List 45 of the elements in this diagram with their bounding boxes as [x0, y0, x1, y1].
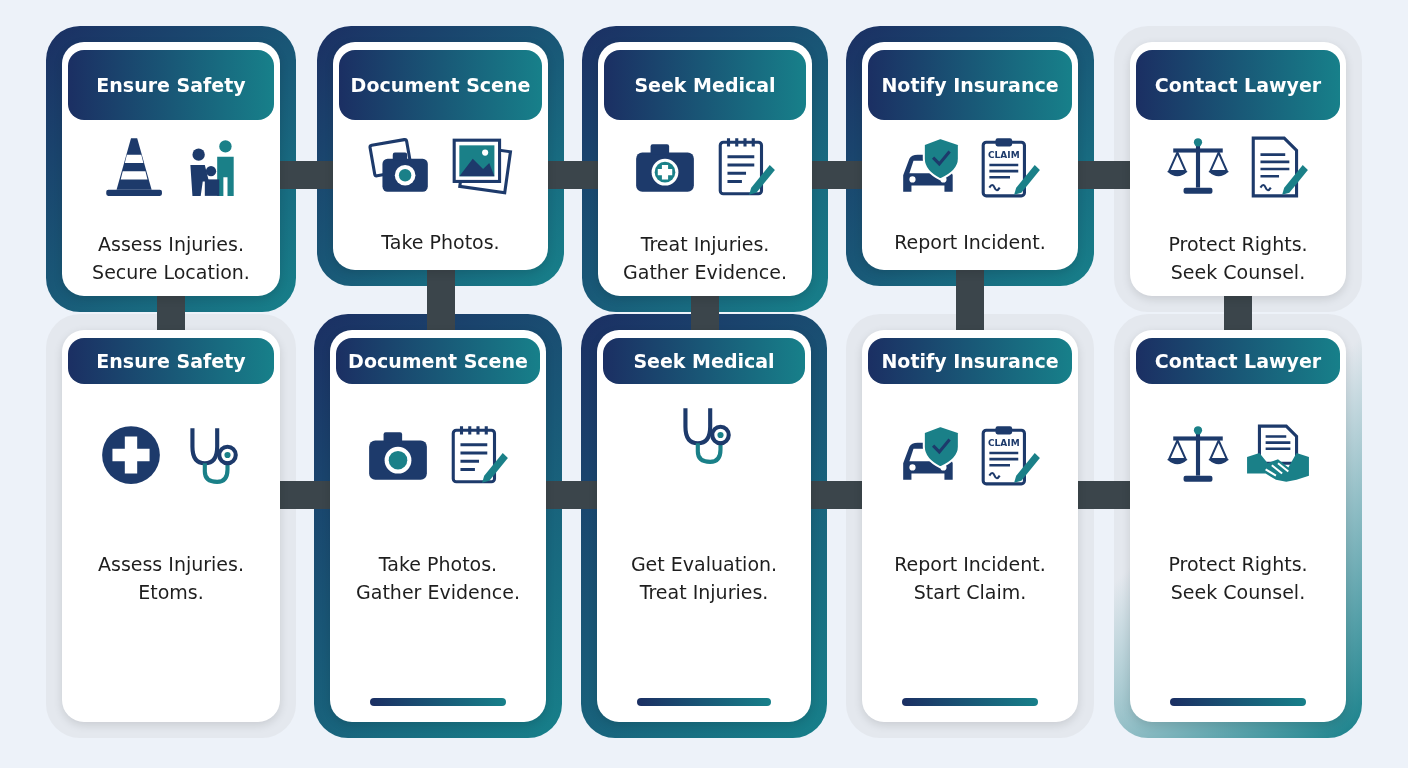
connector-bar	[1078, 481, 1130, 509]
connector-bar	[157, 296, 185, 330]
step-card	[597, 330, 811, 722]
step-description: Assess Injuries. Etoms.	[97, 552, 245, 605]
connector-bar	[691, 296, 719, 330]
card-title: Ensure Safety	[68, 50, 274, 120]
connector-bar	[427, 270, 455, 330]
connector-bar	[956, 270, 984, 330]
connector-bar	[1078, 161, 1130, 189]
step-description: Protect Rights. Seek Counsel.	[1167, 232, 1309, 285]
connector-bar	[1224, 296, 1252, 330]
card-title: Contact Lawyer	[1136, 50, 1340, 120]
step-description: Report Incident.	[893, 230, 1047, 255]
step-card	[862, 330, 1078, 722]
step-description: Report Incident. Start Claim.	[893, 552, 1047, 605]
step-card	[862, 42, 1078, 270]
card-title: Notify Insurance	[868, 338, 1072, 384]
clipboard-label: CLAIM	[988, 150, 1020, 161]
step-card	[598, 42, 812, 296]
connector-bar	[812, 161, 862, 189]
clipboard-label: CLAIM	[988, 438, 1020, 449]
card-title: Ensure Safety	[68, 338, 274, 384]
step-card	[62, 42, 280, 296]
connector-bar	[546, 481, 597, 509]
step-description: Assess Injuries. Secure Location.	[91, 232, 251, 285]
step-card	[1130, 42, 1346, 296]
card-title: Document Scene	[339, 50, 542, 120]
step-description: Take Photos. Gather Evidence.	[355, 552, 521, 605]
card-title: Notify Insurance	[868, 50, 1072, 120]
step-card	[62, 330, 280, 722]
connector-bar	[811, 481, 862, 509]
card-title: Document Scene	[336, 338, 540, 384]
step-description: Treat Injuries. Gather Evidence.	[622, 232, 788, 285]
card-title: Seek Medical	[603, 338, 805, 384]
step-card	[333, 42, 548, 270]
connector-bar	[548, 161, 598, 189]
card-title: Seek Medical	[604, 50, 806, 120]
step-card	[330, 330, 546, 722]
card-title: Contact Lawyer	[1136, 338, 1340, 384]
step-description: Take Photos.	[380, 230, 501, 255]
connector-bar	[280, 481, 330, 509]
connector-bar	[280, 161, 333, 189]
step-description: Protect Rights. Seek Counsel.	[1167, 552, 1309, 605]
step-card	[1130, 330, 1346, 722]
step-description: Get Evaluation. Treat Injuries.	[629, 552, 779, 605]
